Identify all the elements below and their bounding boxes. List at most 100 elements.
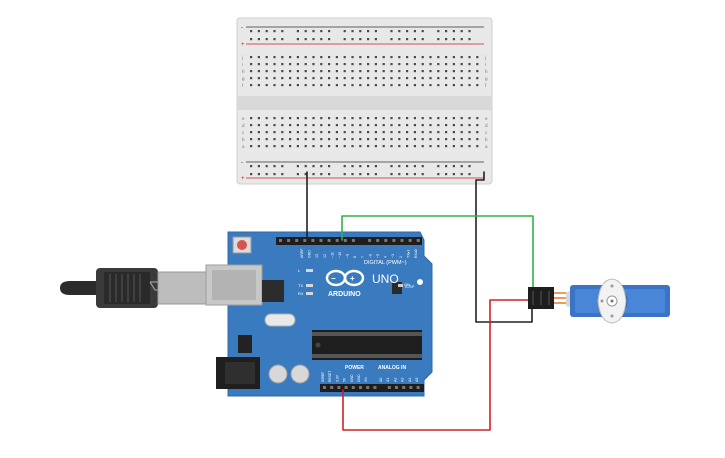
chip-pins-bottom	[312, 354, 422, 358]
crystal-oscillator	[264, 313, 296, 327]
icsp-label: ICSP	[405, 284, 415, 289]
analog-pin-label: A0	[379, 378, 383, 382]
rail-plus-label-bottom: +	[241, 176, 245, 182]
power-header-label: POWER	[345, 365, 364, 371]
status-leds: L TX RX	[298, 268, 313, 296]
digital-pin-label: 2	[399, 256, 403, 258]
digital-pin-label: TX▸1	[406, 250, 410, 258]
power-pin-label: IOREF	[321, 372, 325, 382]
digital-pin-label: ~9	[346, 254, 350, 258]
rail-minus-label: -	[241, 25, 243, 31]
row-letter: c	[485, 130, 488, 135]
row-letter: d	[485, 123, 488, 128]
svg-text:+: +	[350, 274, 355, 283]
chip-pins-top	[312, 332, 422, 336]
on-led	[398, 284, 403, 287]
led-label: TX	[298, 283, 303, 288]
arduino-model-text: UNO	[372, 272, 399, 286]
reset-button[interactable]	[237, 240, 247, 250]
usb-plug-grip	[104, 272, 150, 304]
row-letter: a	[485, 144, 488, 149]
chip-notch	[315, 342, 321, 348]
power-analog-pin-header[interactable]	[320, 384, 424, 392]
voltage-regulator	[238, 335, 252, 353]
row-letter: e	[242, 116, 245, 121]
digital-pin-label: ~3	[391, 254, 395, 258]
usb-chip	[262, 280, 284, 302]
icsp-header: ICSP	[392, 282, 415, 294]
row-letter: g	[485, 76, 488, 81]
led-label: RX	[298, 291, 304, 296]
digital-pin-label: 13	[315, 254, 319, 258]
led	[306, 284, 313, 287]
analog-pin-label: A1	[386, 378, 390, 382]
analog-pin-label: A2	[393, 378, 397, 382]
usb-cable-end	[60, 281, 100, 295]
row-letter: b	[242, 137, 245, 142]
power-pin-label: GND	[350, 374, 354, 382]
digital-pin-label: AREF	[300, 248, 304, 258]
power-jack-socket	[225, 362, 255, 384]
digital-pin-label: 12	[323, 254, 327, 258]
digital-pin-label: ~5	[376, 254, 380, 258]
led-label: L	[298, 268, 301, 273]
row-letter: h	[485, 69, 488, 74]
servo-wires	[554, 292, 566, 304]
usb-cable[interactable]	[60, 268, 207, 308]
row-letter: h	[242, 69, 245, 74]
usb-b-port-inner	[212, 270, 256, 300]
row-letter: f	[242, 83, 244, 88]
arduino-logo: − +	[325, 269, 365, 287]
pin-holes[interactable]	[279, 239, 420, 389]
row-letter: b	[485, 137, 488, 142]
digital-pin-label: 4	[384, 256, 388, 258]
power-pin-label: 5V	[343, 377, 347, 382]
row-letter: j	[241, 55, 243, 60]
digital-pin-label: ~6	[368, 254, 372, 258]
power-pin-label: GND	[357, 374, 361, 382]
analog-pin-label: A3	[401, 378, 405, 382]
analog-pin-label: A5	[415, 378, 419, 382]
arduino-brand-text: ARDUINO	[328, 291, 361, 298]
servo-motor[interactable]	[528, 278, 670, 324]
usb-plug-metal	[157, 271, 207, 305]
digital-pin-header[interactable]	[276, 237, 422, 245]
digital-pin-label: RX◂0	[414, 249, 418, 258]
power-pin-label: 3.3V	[335, 374, 339, 382]
on-led-label: ON	[404, 282, 410, 287]
digital-pin-label: 7	[361, 256, 365, 258]
capacitor-2	[290, 364, 310, 384]
digital-header-label: DIGITAL (PWM~)	[364, 260, 407, 266]
digital-pin-label: ~11	[330, 252, 334, 258]
power-pin-label: Vin	[364, 377, 368, 382]
led	[306, 269, 313, 272]
breadboard-center-channel	[237, 96, 492, 110]
row-letter: j	[484, 55, 486, 60]
capacitor-1	[268, 364, 288, 384]
row-letter: i	[242, 62, 243, 67]
led	[306, 292, 313, 295]
digital-pin-label: GND	[308, 250, 312, 258]
arduino-uno-board[interactable]: ICSP − + ARDUINO UNO L TX RX ON DIGITAL (P…	[205, 231, 433, 397]
usb-plug-ridges	[109, 274, 141, 302]
wire-5v-power[interactable]	[342, 299, 542, 431]
row-letter: e	[485, 116, 488, 121]
analog-header-label: ANALOG IN	[378, 365, 406, 371]
row-letter: d	[242, 123, 245, 128]
power-pin-label: RESET	[328, 371, 332, 382]
analog-pin-label: A4	[408, 378, 412, 382]
row-letter: g	[242, 76, 245, 81]
row-letter: a	[242, 144, 245, 149]
row-letter: f	[485, 83, 487, 88]
digital-pin-label: ~10	[338, 252, 342, 258]
mounting-hole	[417, 279, 423, 285]
row-letter: c	[242, 130, 245, 135]
digital-pin-label: 8	[353, 256, 357, 258]
svg-text:−: −	[331, 274, 336, 283]
rail-plus-label: +	[241, 42, 245, 48]
rail-minus-label-bottom: -	[241, 160, 243, 166]
